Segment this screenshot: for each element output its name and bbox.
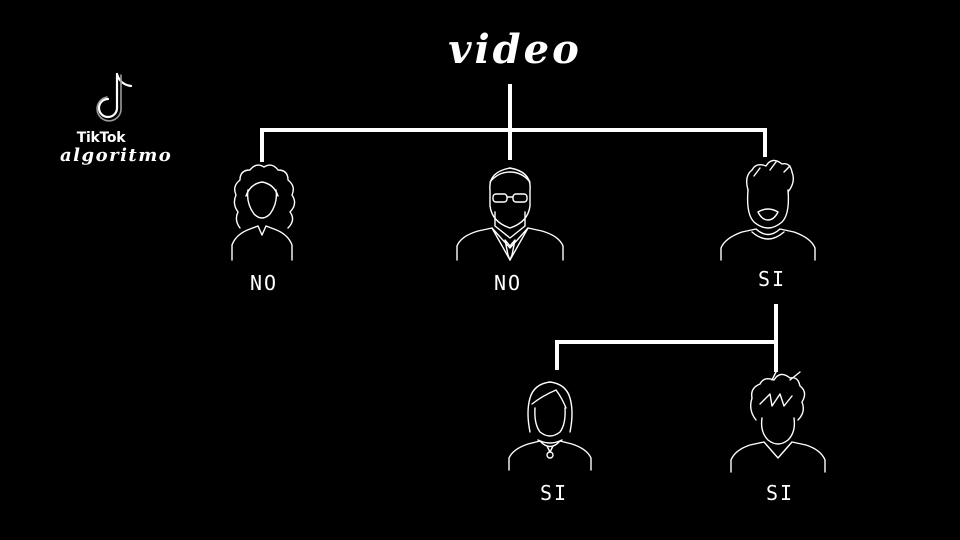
logo-subtitle: algoritmo [60,145,173,166]
man-messy-hair-avatar-icon [730,371,826,473]
tiktok-brand-text: TikTok [76,130,126,146]
tiktok-note-icon [96,72,133,122]
node-label-bearded-man: SI [757,267,787,291]
bearded-man-avatar-icon [720,159,816,261]
tree-connectors [260,84,778,372]
node-label-woman-curly: NO [249,271,279,295]
node-label-man-suit: NO [493,271,523,295]
tiktok-logo: TikTok algoritmo [60,70,173,166]
root-title: video [448,26,582,73]
woman-curly-hair-avatar-icon [231,164,296,261]
node-label-man-messy: SI [765,481,795,505]
man-suit-sunglasses-avatar-icon [456,167,564,261]
woman-choker-avatar-icon [508,381,592,471]
node-label-woman-choker: SI [539,481,569,505]
